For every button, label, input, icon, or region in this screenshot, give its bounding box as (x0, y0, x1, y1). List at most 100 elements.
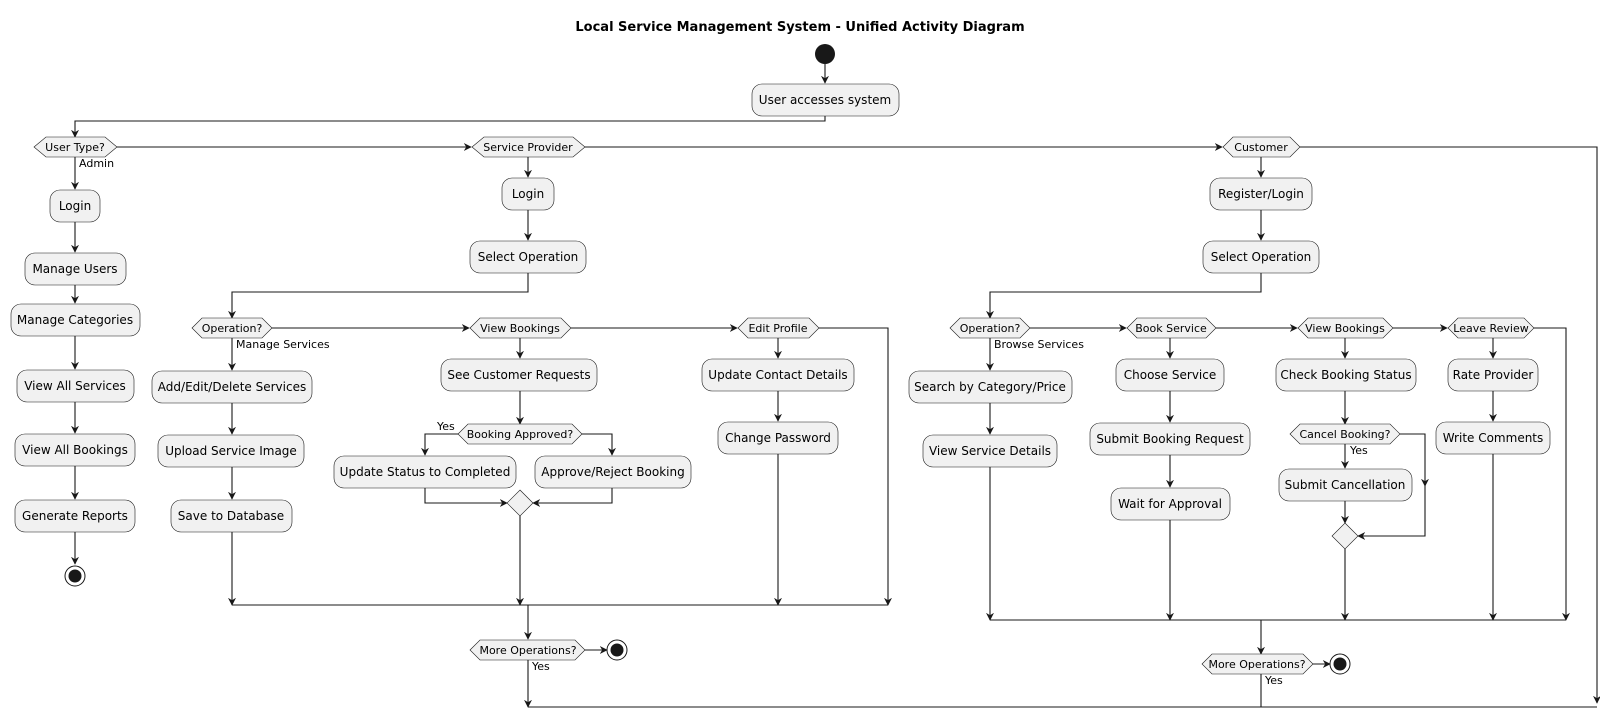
provider-more-operations-decision (469, 639, 586, 661)
book-service-decision (1126, 317, 1217, 339)
write-comments-label: Write Comments (1443, 431, 1544, 445)
check-booking-status-label: Check Booking Status (1280, 368, 1411, 382)
edit-profile-label: Edit Profile (748, 322, 807, 335)
wait-for-approval-node (1110, 487, 1231, 521)
booking-approved-yes-label: Yes (436, 420, 455, 433)
user-accesses-system-label: User accesses system (759, 93, 891, 107)
search-by-category-node (908, 370, 1073, 404)
browse-services-branch-label: Browse Services (994, 338, 1084, 351)
customer-select-operation-label: Select Operation (1211, 250, 1312, 264)
generate-reports-label: Generate Reports (22, 509, 128, 523)
cancel-booking-decision (1289, 423, 1401, 445)
provider-login-label: Login (512, 187, 544, 201)
submit-cancellation-node (1278, 468, 1413, 502)
register-login-label: Register/Login (1218, 187, 1304, 201)
update-status-completed-label: Update Status to Completed (340, 465, 511, 479)
user-type-label: User Type? (45, 141, 105, 154)
add-edit-delete-services-label: Add/Edit/Delete Services (158, 380, 306, 394)
customer-more-operations-label: More Operations? (1208, 658, 1305, 671)
manage-users-node (24, 252, 127, 286)
provider-operation-label: Operation? (202, 322, 263, 335)
save-to-database-node (170, 499, 293, 533)
rate-provider-label: Rate Provider (1453, 368, 1534, 382)
customer-view-bookings-label: View Bookings (1305, 322, 1385, 335)
register-login-node (1209, 177, 1313, 211)
admin-end-node (64, 565, 86, 587)
edges (71, 64, 1600, 708)
provider-login-node (501, 177, 555, 211)
add-edit-delete-services-node (151, 370, 313, 404)
admin-login-node (49, 189, 101, 223)
approve-reject-booking-label: Approve/Reject Booking (541, 465, 684, 479)
provider-view-bookings-decision (469, 317, 572, 339)
submit-booking-request-node (1089, 422, 1251, 456)
submit-booking-request-label: Submit Booking Request (1096, 432, 1244, 446)
write-comments-node (1435, 421, 1551, 455)
save-to-database-label: Save to Database (178, 509, 284, 523)
customer-merge-diamond (1331, 522, 1359, 550)
booking-approved-decision (457, 423, 583, 445)
view-service-details-label: View Service Details (929, 444, 1051, 458)
change-password-label: Change Password (725, 431, 831, 445)
manage-services-branch-label: Manage Services (236, 338, 330, 351)
leave-review-decision (1447, 317, 1535, 339)
view-service-details-node (922, 434, 1058, 468)
provider-operation-decision (191, 317, 273, 339)
provider-end-node (606, 639, 628, 661)
cancel-booking-label: Cancel Booking? (1300, 428, 1391, 441)
change-password-node (717, 421, 839, 455)
see-customer-requests-node (440, 358, 598, 392)
start-node (815, 44, 835, 64)
admin-branch-label: Admin (79, 157, 114, 170)
leave-review-label: Leave Review (1453, 322, 1528, 335)
cancel-booking-yes-label: Yes (1349, 444, 1368, 457)
user-accesses-system-node (751, 83, 900, 117)
view-all-bookings-node (14, 433, 136, 467)
manage-users-label: Manage Users (32, 262, 117, 276)
customer-more-yes-label: Yes (1264, 674, 1283, 687)
provider-view-bookings-label: View Bookings (480, 322, 560, 335)
view-all-services-label: View All Services (24, 379, 126, 393)
search-by-category-label: Search by Category/Price (914, 380, 1066, 394)
customer-end-node (1329, 653, 1351, 675)
approve-reject-booking-node (534, 455, 692, 489)
customer-decision (1222, 136, 1301, 158)
service-provider-decision (471, 136, 586, 158)
manage-categories-node (10, 303, 141, 337)
check-booking-status-node (1275, 358, 1417, 392)
view-all-bookings-label: View All Bookings (22, 443, 128, 457)
rate-provider-node (1447, 358, 1539, 392)
view-all-services-node (16, 369, 135, 403)
provider-select-operation-label: Select Operation (478, 250, 579, 264)
customer-label: Customer (1234, 141, 1288, 154)
wait-for-approval-label: Wait for Approval (1118, 497, 1222, 511)
provider-more-yes-label: Yes (531, 660, 550, 673)
customer-select-operation-node (1202, 240, 1320, 274)
update-status-completed-node (333, 455, 517, 489)
edit-profile-decision (737, 317, 820, 339)
choose-service-node (1115, 358, 1225, 392)
upload-service-image-label: Upload Service Image (165, 444, 297, 458)
book-service-label: Book Service (1135, 322, 1207, 335)
provider-select-operation-node (469, 240, 587, 274)
see-customer-requests-label: See Customer Requests (447, 368, 590, 382)
booking-approved-label: Booking Approved? (467, 428, 574, 441)
customer-more-operations-decision (1201, 653, 1314, 675)
customer-operation-label: Operation? (960, 322, 1021, 335)
provider-more-operations-label: More Operations? (479, 644, 576, 657)
customer-operation-decision (949, 317, 1031, 339)
upload-service-image-node (157, 434, 305, 468)
submit-cancellation-label: Submit Cancellation (1285, 478, 1406, 492)
choose-service-label: Choose Service (1124, 368, 1216, 382)
customer-view-bookings-decision (1297, 317, 1394, 339)
admin-login-label: Login (59, 199, 91, 213)
manage-categories-label: Manage Categories (17, 313, 133, 327)
user-type-decision (33, 136, 118, 158)
generate-reports-node (14, 499, 136, 533)
service-provider-label: Service Provider (483, 141, 573, 154)
provider-merge-diamond (506, 489, 534, 517)
diagram-title: Local Service Management System - Unifie… (575, 20, 1024, 35)
update-contact-details-node (701, 358, 855, 392)
update-contact-details-label: Update Contact Details (708, 368, 847, 382)
